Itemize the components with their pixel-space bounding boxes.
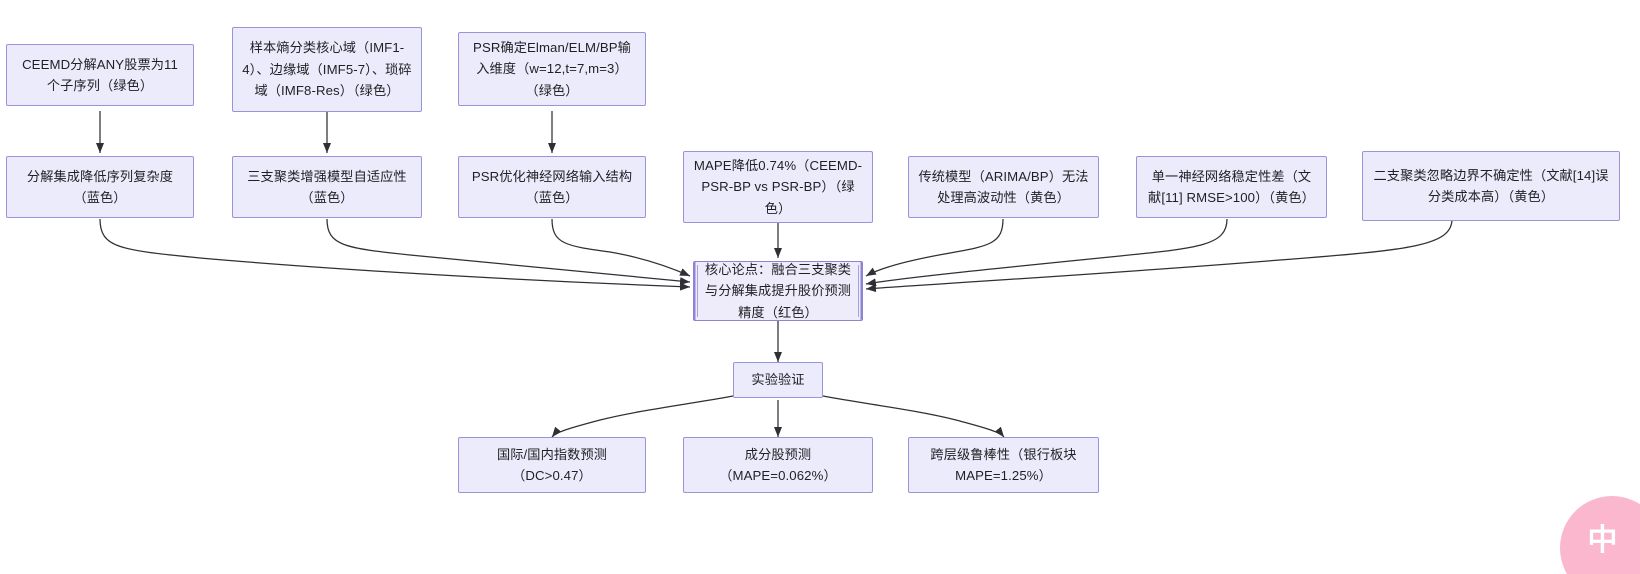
node-label: 跨层级鲁棒性（银行板块MAPE=1.25%） — [930, 446, 1077, 483]
node-label: 分解集成降低序列复杂度（蓝色） — [26, 168, 174, 205]
edge-singlenn-to-core — [865, 218, 1228, 287]
node-evidence-mape[interactable]: MAPE降低0.74%（CEEMD-PSR-BP vs PSR-BP）（绿色） — [683, 151, 873, 223]
node-label: 单一神经网络稳定性差（文献[11] RMSE>100）（黄色） — [1148, 168, 1315, 205]
node-method-ceemd[interactable]: CEEMD分解ANY股票为11个子序列（绿色） — [6, 44, 194, 106]
node-core-claim[interactable]: 核心论点：融合三支聚类与分解集成提升股价预测精度（红色） — [693, 261, 863, 321]
edge-input-to-core — [551, 218, 691, 277]
node-result-robust[interactable]: 跨层级鲁棒性（银行板块MAPE=1.25%） — [908, 437, 1099, 493]
node-label: PSR确定Elman/ELM/BP输入维度（w=12,t=7,m=3）（绿色） — [473, 39, 631, 98]
node-label: 国际/国内指数预测（DC>0.47） — [496, 446, 608, 483]
node-label: 核心论点：融合三支聚类与分解集成提升股价预测精度（红色） — [704, 261, 852, 320]
node-label: 实验验证 — [751, 372, 805, 388]
node-label: 成分股预测（MAPE=0.062%） — [719, 446, 837, 483]
node-label: CEEMD分解ANY股票为11个子序列（绿色） — [22, 56, 178, 93]
node-label: PSR优化神经网络输入结构（蓝色） — [471, 168, 633, 205]
node-method-psr[interactable]: PSR确定Elman/ELM/BP输入维度（w=12,t=7,m=3）（绿色） — [458, 32, 646, 106]
node-claim-adaptive[interactable]: 三支聚类增强模型自适应性（蓝色） — [232, 156, 422, 218]
edge-complexity-to-core — [99, 218, 691, 291]
node-result-index[interactable]: 国际/国内指数预测（DC>0.47） — [458, 437, 646, 493]
node-label: MAPE降低0.74%（CEEMD-PSR-BP vs PSR-BP）（绿色） — [693, 157, 863, 216]
watermark-badge: 中 — [1560, 496, 1640, 574]
edge-twoway-to-core — [865, 218, 1453, 293]
node-label: 三支聚类增强模型自适应性（蓝色） — [247, 168, 407, 205]
node-result-component[interactable]: 成分股预测（MAPE=0.062%） — [683, 437, 873, 493]
node-label: 二支聚类忽略边界不确定性（文献[14]误分类成本高）（黄色） — [1373, 167, 1609, 204]
node-claim-complexity[interactable]: 分解集成降低序列复杂度（蓝色） — [6, 156, 194, 218]
edge-arima-to-core — [865, 218, 1004, 277]
node-gap-single-nn[interactable]: 单一神经网络稳定性差（文献[11] RMSE>100）（黄色） — [1136, 156, 1327, 218]
edge-experiment-to-index — [551, 395, 734, 438]
edge-adaptive-to-core — [326, 218, 691, 286]
watermark-label: 中 — [1587, 524, 1619, 557]
node-gap-two-way[interactable]: 二支聚类忽略边界不确定性（文献[14]误分类成本高）（黄色） — [1362, 151, 1620, 221]
node-claim-input[interactable]: PSR优化神经网络输入结构（蓝色） — [458, 156, 646, 218]
edge-experiment-to-robust — [822, 395, 1005, 438]
node-method-entropy[interactable]: 样本熵分类核心域（IMF1-4）、边缘域（IMF5-7）、琐碎域（IMF8-Re… — [232, 27, 422, 112]
node-gap-arima[interactable]: 传统模型（ARIMA/BP）无法处理高波动性（黄色） — [908, 156, 1099, 218]
node-label: 样本熵分类核心域（IMF1-4）、边缘域（IMF5-7）、琐碎域（IMF8-Re… — [242, 40, 412, 99]
node-label: 传统模型（ARIMA/BP）无法处理高波动性（黄色） — [918, 168, 1089, 205]
node-experiment[interactable]: 实验验证 — [733, 362, 823, 398]
